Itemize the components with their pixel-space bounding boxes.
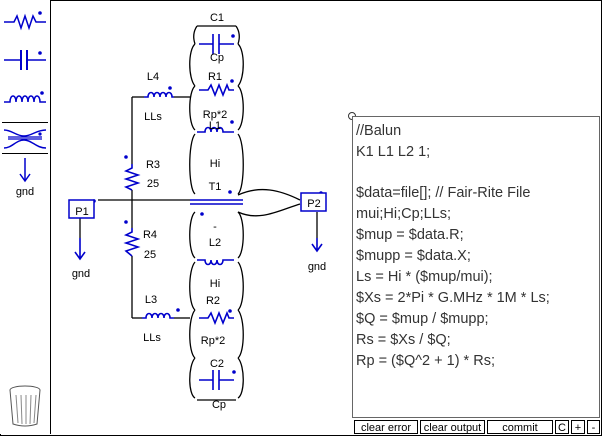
r1-name: R1 xyxy=(208,71,222,83)
resistor-tool-icon[interactable] xyxy=(2,4,48,32)
code-line: //Balun xyxy=(356,123,402,139)
l3-value: LLs xyxy=(143,332,161,344)
clear-error-button[interactable]: clear error xyxy=(354,420,418,434)
r2-name: R2 xyxy=(206,295,220,307)
l4-value: LLs xyxy=(144,111,162,123)
gnd-label-p1: gnd xyxy=(72,268,90,280)
r4-name: R4 xyxy=(143,229,157,241)
gnd-tool-label: gnd xyxy=(15,186,35,198)
p2-label: P2 xyxy=(307,198,320,210)
inductor-tool-icon[interactable] xyxy=(2,86,48,110)
r3-value: 25 xyxy=(147,178,159,190)
code-line: Ls = Hi * ($mup/mui); xyxy=(356,269,493,285)
gnd-label-p2: gnd xyxy=(308,261,326,273)
r3-name: R3 xyxy=(146,159,160,171)
r4-value: 25 xyxy=(144,249,156,261)
component-palette: gnd xyxy=(0,0,51,434)
c1-name: C1 xyxy=(210,12,224,24)
commit-button[interactable]: commit xyxy=(487,420,553,434)
capacitor-tool-icon[interactable] xyxy=(2,44,48,72)
wires xyxy=(79,25,318,401)
port-p2[interactable] xyxy=(300,192,327,212)
port-p1[interactable] xyxy=(68,199,95,219)
l1-name: L1 xyxy=(209,120,221,132)
code-line: mui;Hi;Cp;LLs; xyxy=(356,206,452,222)
zoom-out-button[interactable]: - xyxy=(587,420,600,434)
l4-name: L4 xyxy=(147,71,159,83)
r1-value: Rp*2 xyxy=(203,109,227,121)
transformer-tool-slot xyxy=(2,122,48,154)
trash-icon[interactable] xyxy=(2,382,48,430)
clear-output-button[interactable]: clear output xyxy=(420,420,485,434)
code-line: Rs = $Xs / $Q; xyxy=(356,332,451,348)
transformer-tool-icon[interactable] xyxy=(2,126,48,150)
components xyxy=(74,34,323,390)
ground-tool-icon[interactable] xyxy=(2,156,48,184)
code-line: $mupp = $data.X; xyxy=(356,248,471,264)
code-line: $mup = $data.R; xyxy=(356,227,464,243)
code-line: K1 L1 L2 1; xyxy=(356,144,431,160)
c2-name: C2 xyxy=(210,358,224,370)
code-line: $Xs = 2*Pi * G.MHz * 1M * Ls; xyxy=(356,290,550,306)
t1-dash: - xyxy=(213,221,217,233)
l1-value: Hi xyxy=(210,158,220,170)
script-editor[interactable]: //Balun K1 L1 L2 1; $data=file[]; // Fai… xyxy=(352,116,600,418)
r2-value: Rp*2 xyxy=(201,335,225,347)
p1-label: P1 xyxy=(75,206,88,218)
l2-name: L2 xyxy=(209,237,221,249)
c2-value: Cp xyxy=(212,399,226,411)
zoom-in-button[interactable]: + xyxy=(571,420,585,434)
code-line: $data=file[]; // Fair-Rite File xyxy=(356,185,531,201)
c1-value: Cp xyxy=(210,52,224,64)
c-button[interactable]: C xyxy=(555,420,569,434)
code-line: $Q = $mup / $mupp; xyxy=(356,311,489,327)
l3-name: L3 xyxy=(145,294,157,306)
l2-value: Hi xyxy=(210,278,220,290)
code-line: Rp = ($Q^2 + 1) * Rs; xyxy=(356,353,495,369)
t1-name: T1 xyxy=(209,181,222,193)
